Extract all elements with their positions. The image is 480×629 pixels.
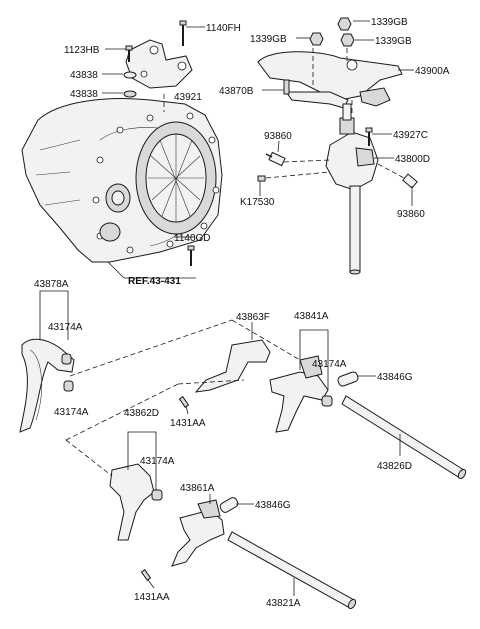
plug-43846g-lower <box>219 497 239 513</box>
label-43174a-4: 43174A <box>140 456 175 467</box>
switch-93860-left <box>265 151 286 167</box>
label-43800d: 43800D <box>395 154 430 165</box>
label-43838-upper: 43838 <box>70 70 98 81</box>
label-93860-left: 93860 <box>264 131 292 142</box>
bolt-1123hb <box>125 45 133 62</box>
shift-fork-43878a <box>19 338 75 433</box>
part-labels: 1140FH 1123HB 43838 43838 43921 1339GB 1… <box>34 17 450 609</box>
leader-lines <box>39 20 414 596</box>
bolt-1140gd <box>187 245 195 266</box>
label-93860-right: 93860 <box>397 209 425 220</box>
plug-43846g-upper <box>337 371 359 387</box>
washer-43838-lower <box>123 90 137 98</box>
label-43826d: 43826D <box>377 461 412 472</box>
shift-fork-43841a <box>269 355 329 433</box>
label-43174a-3: 43174A <box>312 359 347 370</box>
bracket-43921 <box>125 39 193 89</box>
bolt-1140fh <box>179 20 187 46</box>
label-1431aa-lower: 1431AA <box>134 592 170 603</box>
label-43174a-2: 43174A <box>54 407 89 418</box>
switch-93860-right <box>402 173 418 189</box>
label-43846g-upper: 43846G <box>377 372 413 383</box>
label-1339gb-right: 1339GB <box>375 36 412 47</box>
shift-rail-43821a <box>227 531 357 610</box>
control-shaft-housing-43800d <box>325 103 379 275</box>
bushing-43174a-2 <box>63 380 74 392</box>
shift-rail-43826d <box>341 395 467 480</box>
washer-43838-upper <box>123 71 137 79</box>
bolt-43927c <box>365 127 373 146</box>
assembly-dashed-lines <box>65 48 405 477</box>
shift-fork-43862d <box>109 463 155 541</box>
bushing-43174a-4 <box>151 489 163 501</box>
shift-lever-43900a <box>257 51 403 107</box>
label-43174a-1: 43174A <box>48 322 83 333</box>
label-43841a: 43841A <box>294 311 329 322</box>
nut-1339gb-right <box>340 33 355 47</box>
nut-1339gb-top <box>337 17 352 31</box>
pin-k17530 <box>257 175 266 182</box>
shift-fork-43861a <box>171 499 225 567</box>
label-ref-43-431: REF.43-431 <box>128 276 181 287</box>
label-43900a: 43900A <box>415 66 450 77</box>
pin-1431aa-lower <box>140 569 152 581</box>
label-1339gb-left: 1339GB <box>250 34 287 45</box>
label-43838-lower: 43838 <box>70 89 98 100</box>
label-k17530: K17530 <box>240 197 275 208</box>
label-1123hb: 1123HB <box>64 45 100 56</box>
label-43846g-lower: 43846G <box>255 500 291 511</box>
label-43821a: 43821A <box>266 598 301 609</box>
label-43861a: 43861A <box>180 483 215 494</box>
label-43878a: 43878A <box>34 279 69 290</box>
label-43863f: 43863F <box>236 312 270 323</box>
label-43870b: 43870B <box>219 86 254 97</box>
shift-fork-43863f <box>194 339 271 393</box>
bushing-43174a-1 <box>61 353 72 365</box>
bushing-43174a-3 <box>321 395 333 407</box>
label-1431aa-upper: 1431AA <box>170 418 206 429</box>
label-43862d: 43862D <box>124 408 159 419</box>
label-1140fh: 1140FH <box>206 23 241 34</box>
pin-1431aa-upper <box>178 396 190 408</box>
transaxle-housing <box>21 98 223 263</box>
nut-1339gb-left <box>309 32 324 46</box>
label-43927c: 43927C <box>393 130 428 141</box>
label-1140gd: 1140GD <box>174 233 211 244</box>
label-1339gb-top: 1339GB <box>371 17 408 28</box>
label-43921: 43921 <box>174 92 202 103</box>
